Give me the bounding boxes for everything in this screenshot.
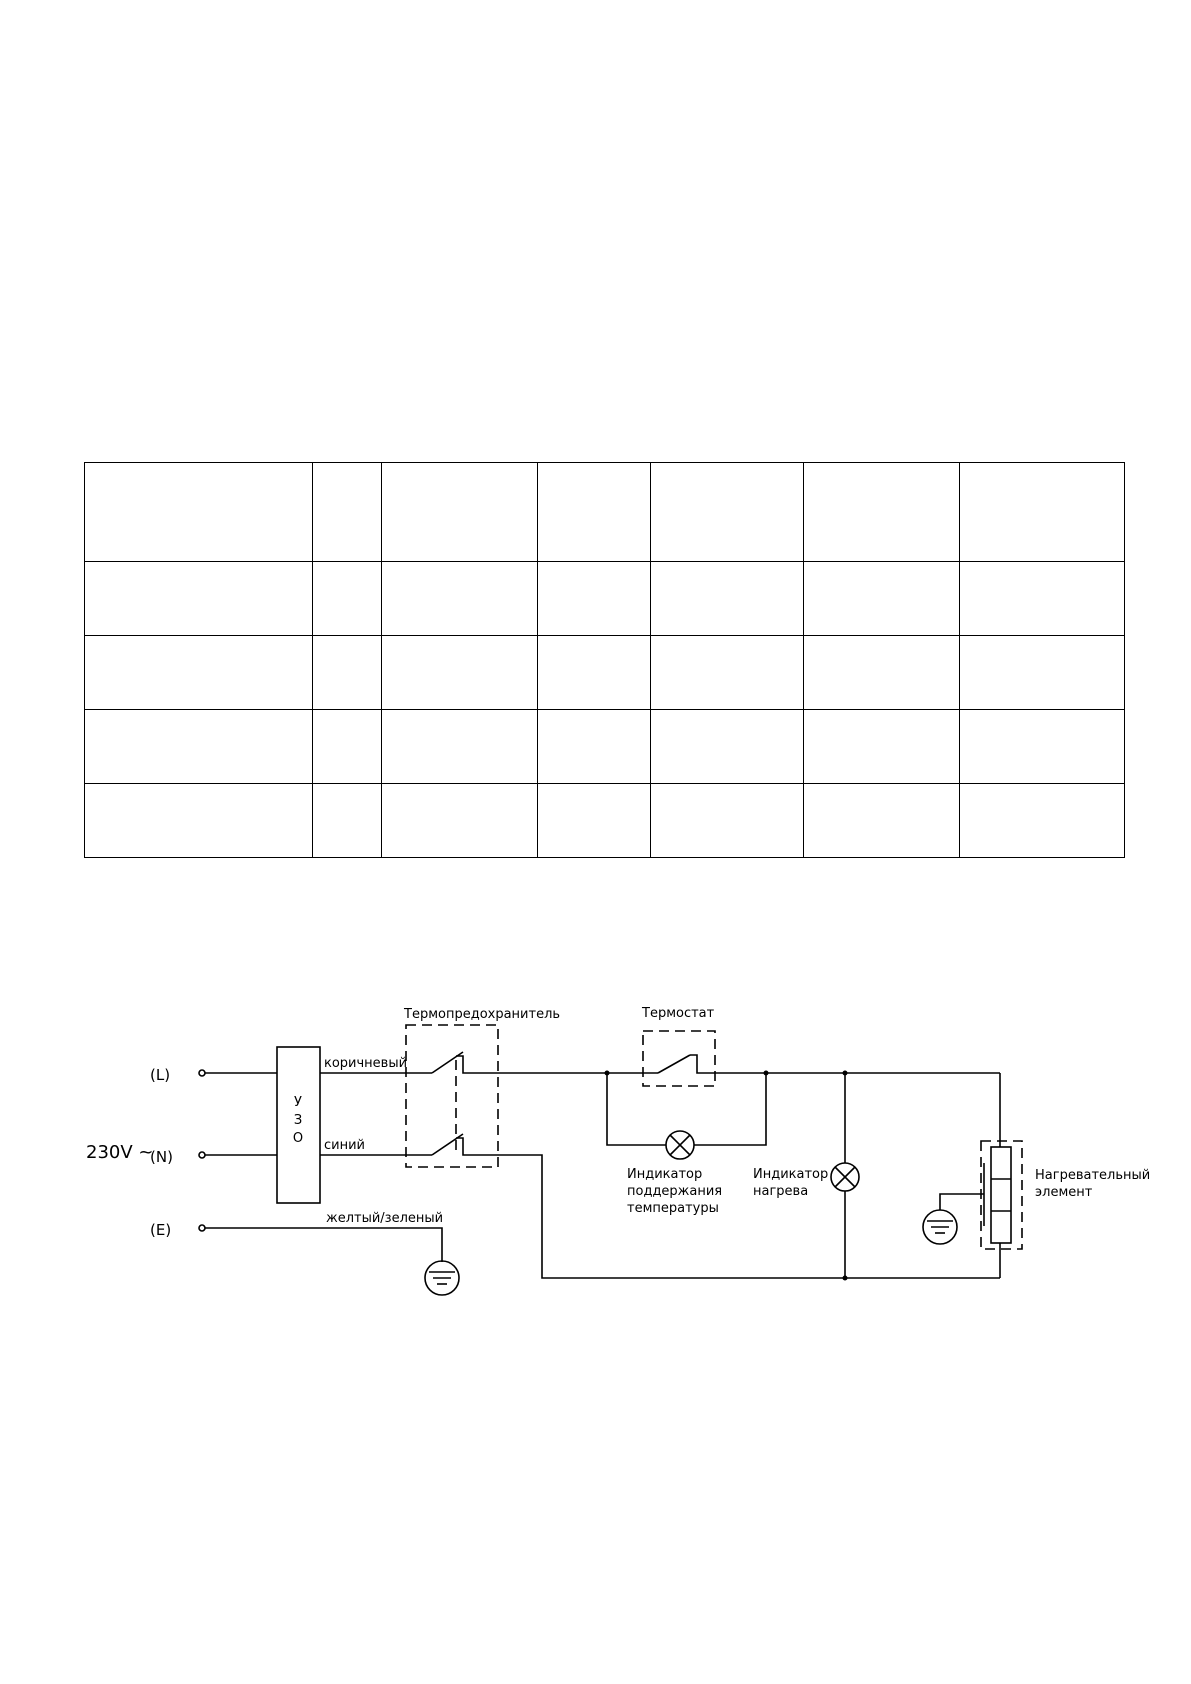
wire-temp-indicator-return xyxy=(694,1073,767,1146)
thermal-fuse-switch-bottom xyxy=(431,1133,464,1156)
heat-indicator-label: нагрева xyxy=(753,1184,808,1199)
thermal-fuse-contact-top xyxy=(456,1055,582,1074)
table-cell xyxy=(959,462,1125,562)
temp-indicator-label: температуры xyxy=(627,1201,719,1216)
thermostat-contact xyxy=(690,1054,1000,1074)
table-cell xyxy=(650,783,804,858)
table-header-row xyxy=(84,462,1125,562)
voltage-label: 230V ~ xyxy=(86,1142,153,1163)
table-row xyxy=(84,561,1125,636)
table-cell xyxy=(537,783,651,858)
table-cell xyxy=(84,462,313,562)
heating-element-body xyxy=(990,1146,1012,1244)
heat-indicator-cross-b xyxy=(834,1166,856,1188)
rcd-letter: З xyxy=(294,1113,302,1128)
terminal-n-circle xyxy=(198,1151,206,1159)
junction-dot xyxy=(763,1070,769,1076)
wire-earth-label: желтый/зеленый xyxy=(326,1211,443,1226)
table-cell xyxy=(381,783,538,858)
table-cell xyxy=(959,783,1125,858)
heater-ground-wire xyxy=(939,1193,984,1210)
temp-indicator-label: поддержания xyxy=(627,1184,722,1199)
rcd-box xyxy=(276,1046,321,1204)
table-cell xyxy=(312,783,382,858)
table-cell xyxy=(650,462,804,562)
table-cell xyxy=(650,709,804,784)
temp-indicator-label: Индикатор xyxy=(627,1167,702,1182)
table-cell xyxy=(803,462,960,562)
wire-earth xyxy=(205,1227,443,1262)
wire-blue-label: синий xyxy=(324,1138,365,1153)
table-cell xyxy=(84,635,313,710)
table-cell xyxy=(650,561,804,636)
terminal-e-circle xyxy=(198,1224,206,1232)
temp-indicator-cross-b xyxy=(669,1134,691,1156)
junction-dot xyxy=(842,1275,848,1281)
thermostat-label: Термостат xyxy=(641,1006,715,1021)
junction-dot xyxy=(842,1070,848,1076)
table-cell xyxy=(381,462,538,562)
blank-table xyxy=(84,462,1125,858)
table-cell xyxy=(803,561,960,636)
heating-element-label: Нагревательный xyxy=(1035,1168,1150,1183)
table-cell xyxy=(381,561,538,636)
heating-element-box xyxy=(980,1140,1023,1250)
heating-element-label: элемент xyxy=(1035,1185,1093,1200)
ground-icon xyxy=(424,1260,460,1296)
table-cell xyxy=(959,561,1125,636)
thermal-fuse-contact-bottom xyxy=(456,1137,1000,1279)
heater-ground-icon xyxy=(922,1209,958,1245)
terminal-l-circle xyxy=(198,1069,206,1077)
table-cell xyxy=(803,635,960,710)
thermal-fuse-label: Термопредохранитель xyxy=(403,1007,560,1022)
table-cell xyxy=(650,635,804,710)
table-cell xyxy=(312,561,382,636)
junction-dot xyxy=(604,1070,610,1076)
table-cell xyxy=(84,561,313,636)
terminal-n-label: (N) xyxy=(150,1148,173,1166)
terminal-e-label: (E) xyxy=(150,1221,171,1239)
rcd-letter: О xyxy=(293,1131,303,1146)
rcd-letter: У xyxy=(294,1095,302,1110)
wire-brown-label: коричневый xyxy=(324,1056,407,1071)
table-cell xyxy=(803,709,960,784)
terminal-l-label: (L) xyxy=(150,1066,170,1084)
thermal-fuse-switch-top xyxy=(431,1051,464,1074)
thermostat-box xyxy=(642,1030,716,1087)
table-cell xyxy=(959,709,1125,784)
table-row xyxy=(84,709,1125,784)
thermal-fuse-box xyxy=(405,1024,499,1168)
heat-indicator-label: Индикатор xyxy=(753,1167,828,1182)
thermostat-switch xyxy=(657,1054,691,1074)
wire-temp-indicator xyxy=(606,1073,666,1146)
table-cell xyxy=(537,561,651,636)
table-cell xyxy=(84,783,313,858)
table-row xyxy=(84,783,1125,858)
